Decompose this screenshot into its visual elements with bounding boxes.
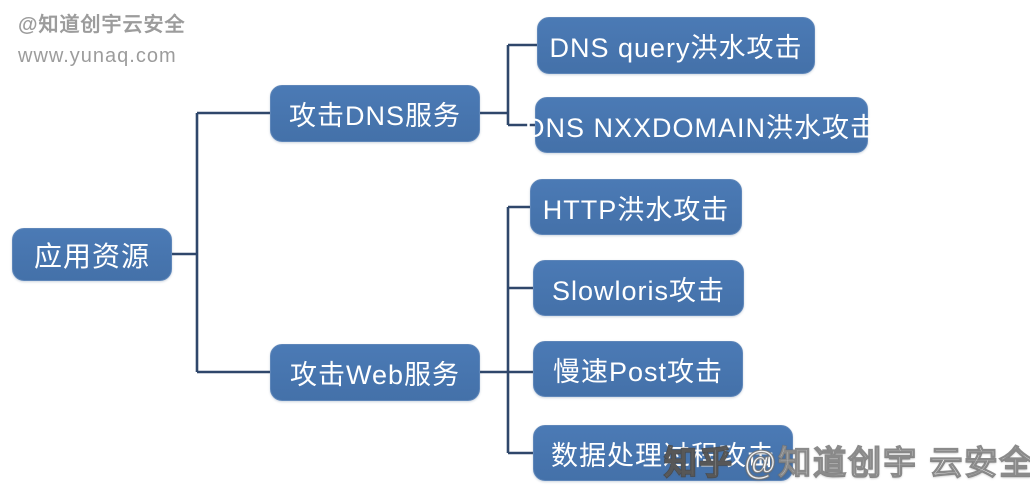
node-dns-nxxdomain-flood: DNS NXXDOMAIN洪水攻击	[525, 97, 877, 153]
node-http-flood: HTTP洪水攻击	[530, 179, 742, 235]
node-dns-query-flood: DNS query洪水攻击	[537, 17, 815, 74]
zhihu-logo-text: 知乎	[663, 443, 734, 481]
watermark-top-left: @知道创宇云安全 www.yunaq.com	[18, 10, 186, 72]
watermark-brand-text: @知道创宇云安全	[18, 14, 186, 36]
watermark-zhihu: 知乎@知道创宇 云安全	[663, 436, 1030, 484]
node-data-processing-attack: 数据处理过程攻击	[533, 425, 793, 481]
node-slow-post-attack: 慢速Post攻击	[533, 341, 743, 397]
node-application-resources: 应用资源	[12, 228, 172, 281]
node-slowloris-attack: Slowloris攻击	[533, 260, 744, 316]
node-attack-web-service: 攻击Web服务	[270, 344, 480, 401]
watermark-url-text: www.yunaq.com	[18, 45, 177, 67]
node-attack-dns-service: 攻击DNS服务	[270, 85, 480, 142]
watermark-author-text: @知道创宇 云安全	[743, 443, 1030, 481]
